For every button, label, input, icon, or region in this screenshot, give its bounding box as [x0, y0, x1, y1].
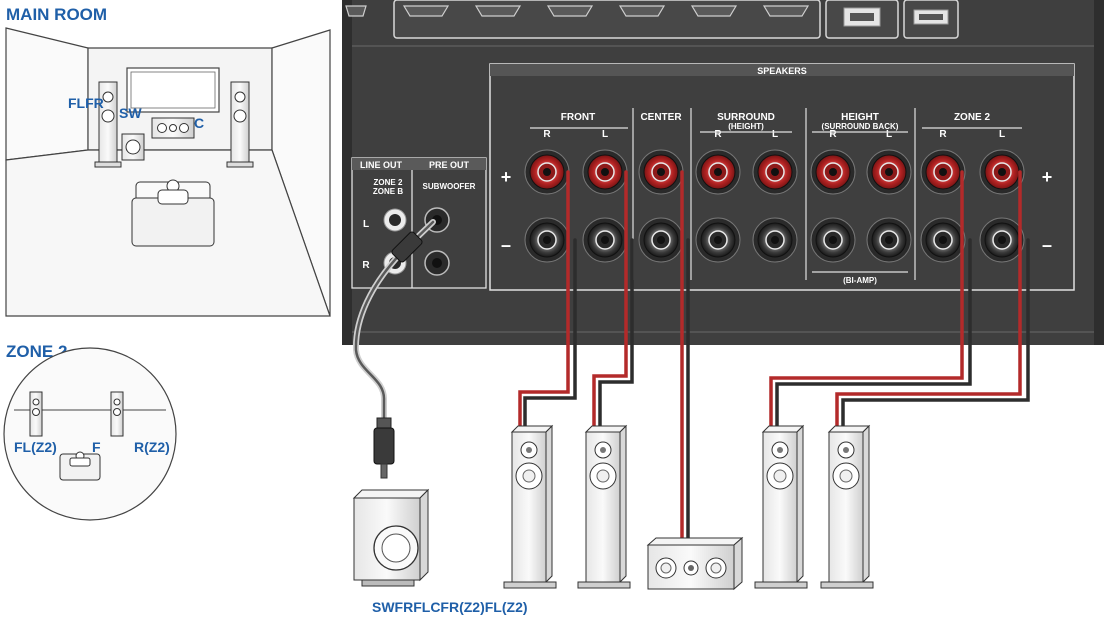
main-front-right-speaker-icon: [226, 81, 254, 168]
main-room-title: MAIN ROOM: [6, 5, 107, 24]
front-right-tower-speaker-icon: [503, 424, 557, 589]
plus-left: +: [501, 167, 512, 187]
surround-sub-label: (HEIGHT): [728, 122, 764, 131]
main-c-label: C: [194, 115, 204, 131]
front-l-label: L: [602, 129, 608, 140]
front-left-tower-speaker-icon: [577, 424, 631, 589]
speakers-header: SPEAKERS: [757, 66, 807, 76]
front-l-plus-terminal[interactable]: [582, 149, 628, 195]
minus-right: –: [1042, 235, 1052, 255]
center-minus-terminal[interactable]: [638, 217, 684, 263]
bi-amp-label: (BI-AMP): [843, 276, 877, 285]
speaker-cables: [518, 170, 1030, 562]
surround-r-minus-terminal[interactable]: [695, 217, 741, 263]
front-label: FRONT: [561, 112, 595, 123]
bottom-caption: SWFRFLCFR(Z2)FL(Z2): [372, 599, 528, 615]
front-r-plus-terminal[interactable]: [524, 149, 570, 195]
plus-right: +: [1042, 167, 1053, 187]
line-out-label: LINE OUT: [360, 160, 403, 170]
surround-r-label: R: [714, 129, 722, 140]
height-l-plus-terminal[interactable]: [866, 149, 912, 195]
zoneb-out-label: ZONE B: [373, 187, 403, 196]
zone2-l-plus-terminal[interactable]: [979, 149, 1025, 195]
main-fl-fr-label: FLFR: [68, 95, 104, 111]
zone2-f-label: F: [92, 439, 101, 455]
subwoofer-speaker-icon: [352, 488, 430, 587]
zone2-l-label: L: [999, 129, 1005, 140]
surround-l-label: L: [772, 129, 778, 140]
main-center-speaker-icon: [151, 117, 195, 139]
zone2-r-plus-terminal[interactable]: [920, 149, 966, 195]
height-sub-label: (SURROUND BACK): [822, 122, 899, 131]
zone2-terminal-label: ZONE 2: [954, 112, 991, 123]
height-r-label: R: [829, 129, 837, 140]
main-subwoofer-icon: [121, 133, 145, 161]
zone2-right-tower-speaker-icon: [754, 424, 808, 589]
front-l-minus-terminal[interactable]: [582, 217, 628, 263]
zone2-r-label: R: [939, 129, 947, 140]
minus-left: –: [501, 235, 511, 255]
front-r-minus-terminal[interactable]: [524, 217, 570, 263]
zone2-r-label: R(Z2): [134, 439, 170, 455]
surround-l-minus-terminal[interactable]: [752, 217, 798, 263]
speaker-terminals: [524, 149, 1025, 263]
zone2-right-speaker-icon: [110, 391, 124, 437]
center-plus-terminal[interactable]: [638, 149, 684, 195]
subwoofer-out-label: SUBWOOFER: [423, 182, 476, 191]
zone2-sofa-icon: [59, 451, 101, 481]
surround-l-plus-terminal[interactable]: [752, 149, 798, 195]
sofa-icon: [131, 179, 215, 247]
main-sw-label: SW: [119, 105, 142, 121]
height-l-minus-terminal[interactable]: [866, 217, 912, 263]
zone2-fl-label: FL(Z2): [14, 439, 57, 455]
center-label: CENTER: [640, 112, 682, 123]
height-r-minus-terminal[interactable]: [810, 217, 856, 263]
height-label: HEIGHT: [841, 112, 879, 123]
height-r-plus-terminal[interactable]: [810, 149, 856, 195]
front-r-label: R: [543, 129, 551, 140]
pre-out-label: PRE OUT: [429, 160, 470, 170]
line-out-l-label: L: [363, 219, 369, 230]
zone2-out-label: ZONE 2: [374, 178, 403, 187]
subwoofer-rca-cable: [352, 219, 436, 479]
tower-speakers: [503, 424, 874, 589]
main-room-diagram: MAIN ROOM: [5, 5, 331, 317]
receiver-rear-panel: SPEAKERS FRONT CENTER SURROUND (HEIGHT) …: [342, 0, 1104, 345]
zone2-l-minus-terminal[interactable]: [979, 217, 1025, 263]
zone2-left-speaker-icon: [29, 391, 43, 437]
zone2-left-tower-speaker-icon: [820, 424, 874, 589]
main-front-left-speaker-icon: [94, 81, 122, 168]
height-l-label: L: [886, 129, 892, 140]
surround-r-plus-terminal[interactable]: [695, 149, 741, 195]
line-out-r-label: R: [362, 260, 370, 271]
center-speaker-icon: [646, 536, 744, 591]
zone2-diagram: ZONE 2 FL(Z2) F R(Z2): [3, 342, 177, 521]
zone2-r-minus-terminal[interactable]: [920, 217, 966, 263]
surround-label: SURROUND: [717, 112, 775, 123]
